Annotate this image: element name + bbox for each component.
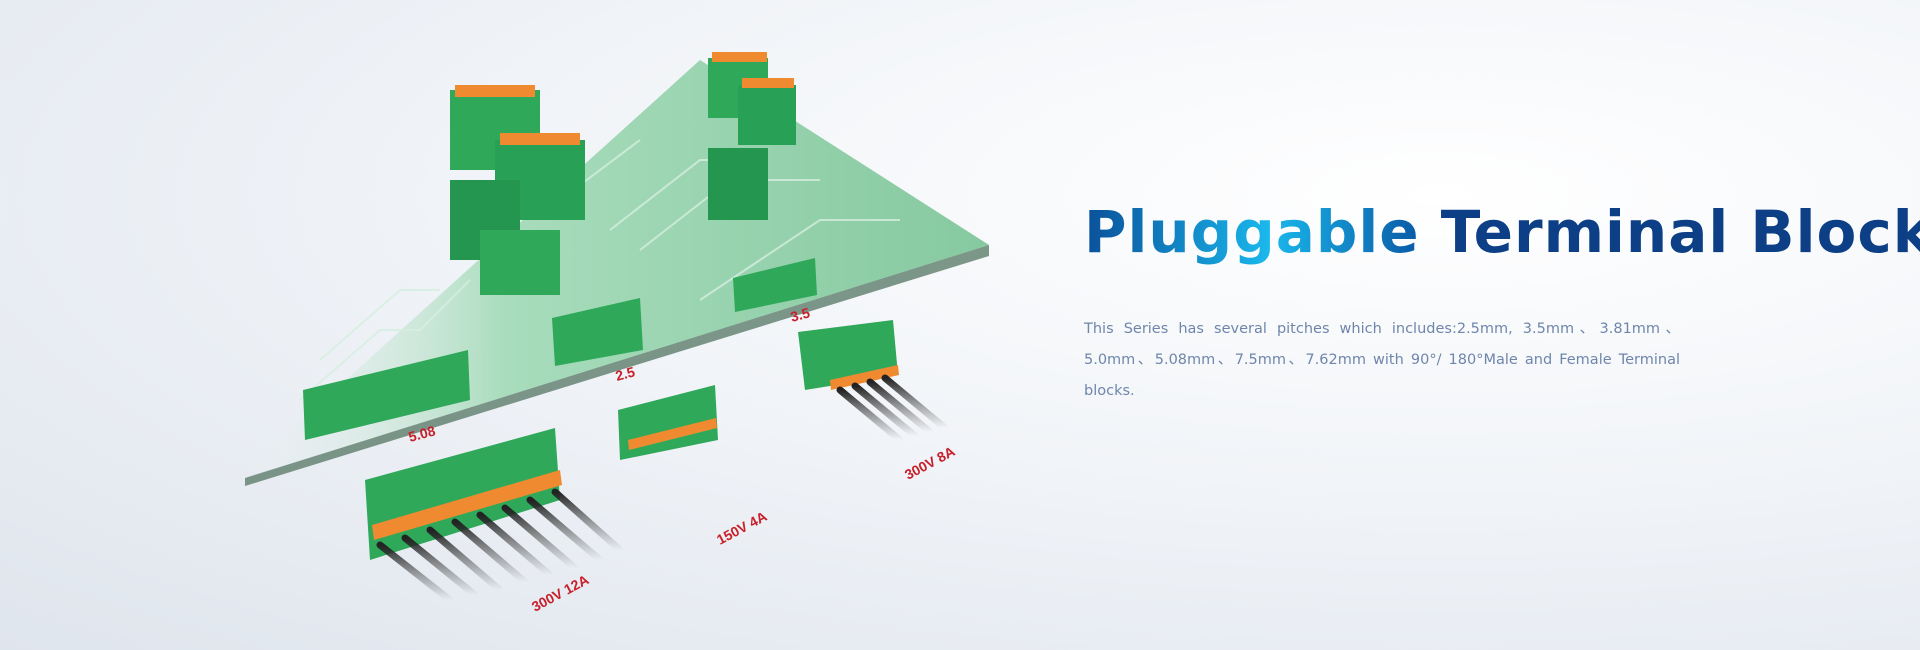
series-description: This Series has several pitches which in… [1084,321,1680,399]
title-accent: Pluggable [1084,198,1420,266]
label-pitch-25: 2.5 [614,363,637,384]
label-pitch-35: 3.5 [789,304,812,325]
plug-connectors [365,320,899,560]
title-rest: Terminal Blocks [1440,198,1920,266]
label-rating-300v-8a: 300V 8A [902,443,958,483]
product-illustration: 5.08 2.5 3.5 300V 12A 150V 4A 300V 8A [245,52,989,615]
page-title: Pluggable Terminal Blocks [1084,198,1920,266]
header-connectors [303,258,817,440]
label-pitch-508: 5.08 [407,422,438,445]
connector-stack-right [708,52,796,220]
label-rating-150v-4a: 150V 4A [714,508,770,548]
wires [376,374,949,604]
connector-stack-left [450,85,585,295]
label-rating-300v-12a: 300V 12A [529,571,592,614]
